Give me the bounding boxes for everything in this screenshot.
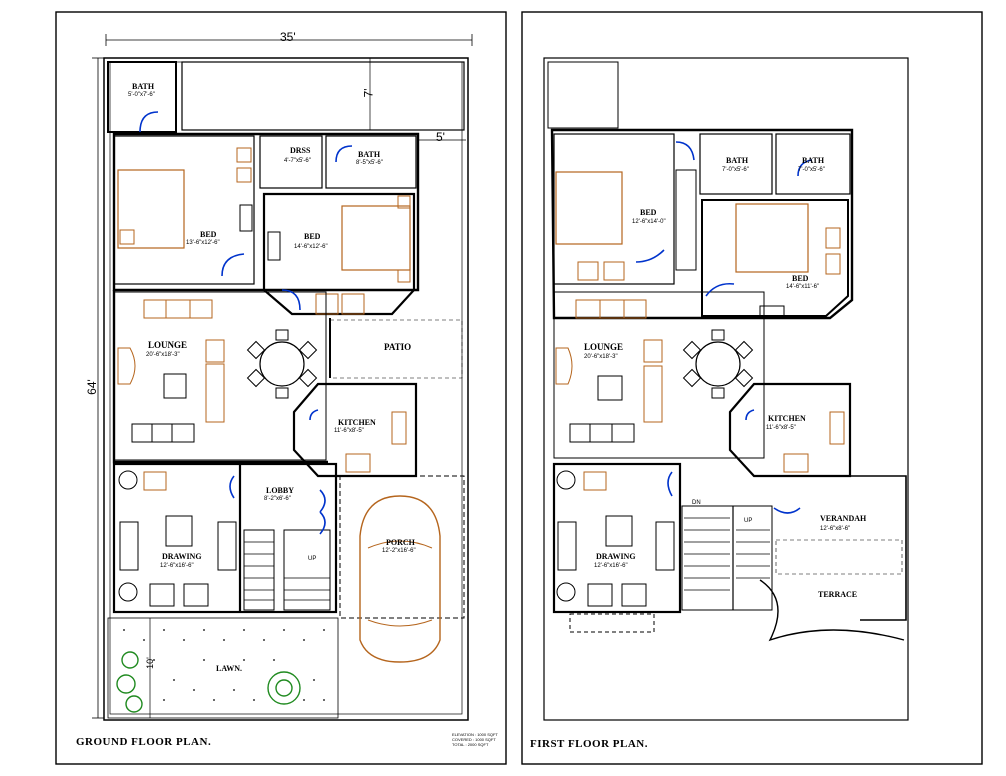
room-size: 12'-6"x8'-6" <box>820 526 851 532</box>
lawn-hatch <box>123 629 325 701</box>
room-label: KITCHEN <box>338 418 376 427</box>
room-size: 12'-6"x16'-6" <box>594 563 628 569</box>
room-label: KITCHEN <box>768 414 806 423</box>
room-label: BED <box>200 230 217 239</box>
ground-plan-title: GROUND FLOOR PLAN. <box>76 736 212 748</box>
porch-area <box>339 475 465 619</box>
room-size: 11'-6"x8'-5" <box>334 428 364 434</box>
front-dimension: 10' <box>144 657 155 669</box>
bed1-walls <box>113 135 255 285</box>
room-size: 14'-6"x11'-6" <box>786 284 820 290</box>
room-label: PATIO <box>384 342 412 352</box>
room-size: 20'-6"x18'-3" <box>146 352 180 358</box>
room-label: BED <box>640 208 657 217</box>
room-label: DRSS <box>290 146 311 155</box>
room-size: 8'-2"x6'-6" <box>264 496 291 502</box>
ground-sheet-frame <box>55 11 507 765</box>
lounge-sofa-top <box>143 299 213 319</box>
bed2-bed <box>341 205 411 271</box>
plot-boundary <box>103 57 469 721</box>
width-dimension: 35' <box>280 30 296 44</box>
stair-up-label: UP <box>308 556 317 562</box>
first-floor-plan <box>543 57 909 721</box>
room-label: BATH <box>802 156 825 165</box>
room-size: 12'-2"x16'-6" <box>382 548 416 554</box>
bath1-walls <box>107 61 177 133</box>
room-size: 14'-6"x12'-6" <box>294 244 328 250</box>
lounge-sofa-bottom <box>131 423 195 443</box>
room-label: LOUNGE <box>148 340 188 350</box>
room-label: PORCH <box>386 538 415 547</box>
lounge-sofa-right <box>205 363 225 423</box>
room-size: 7'-0"x5'-6" <box>722 167 749 173</box>
room-label: BED <box>792 274 809 283</box>
terrace-curve <box>759 579 905 642</box>
room-label: TERRACE <box>818 590 858 599</box>
stair-up-label: UP <box>744 518 753 524</box>
area-note: ELEVATION : 1000 SQFT <box>452 732 498 737</box>
room-label: VERANDAH <box>820 514 867 523</box>
first-doors <box>635 141 813 514</box>
room-label: LOBBY <box>266 486 295 495</box>
stair-dn-label: DN <box>692 500 701 506</box>
room-size: 4'-7"x5'-6" <box>284 158 311 164</box>
room-label: BATH <box>726 156 749 165</box>
room-size: 8'-5"x5'-6" <box>356 160 383 166</box>
first-plan-title: FIRST FLOOR PLAN. <box>530 738 649 750</box>
room-label: BATH <box>132 82 155 91</box>
room-size: 13'-6"x12'-6" <box>186 240 220 246</box>
room-size: 12'-6"x14'-0" <box>632 219 666 225</box>
area-note: COVERED : 1000 SQFT <box>452 737 496 742</box>
lawn-area <box>107 617 339 719</box>
room-label: BED <box>304 232 321 241</box>
lounge-walls <box>113 291 327 461</box>
dining-table <box>259 341 305 387</box>
room-label: LAWN. <box>216 664 243 673</box>
ground-floor-plan <box>92 34 473 721</box>
room-size: 12'-6"x16'-6" <box>160 563 194 569</box>
room-size: 5'-0"x7'-6" <box>128 92 155 98</box>
plant-icon <box>116 651 301 713</box>
room-label: DRAWING <box>596 552 636 561</box>
back-dimension: 7' <box>361 88 376 98</box>
area-note: TOTAL : 2000 SQFT <box>452 742 489 747</box>
room-label: LOUNGE <box>584 342 624 352</box>
room-size: 7'-0"x5'-6" <box>798 167 825 173</box>
room-size: 11'-6"x8'-5" <box>766 425 796 431</box>
ground-doors <box>139 111 353 535</box>
bed2-walls <box>262 192 416 316</box>
first-sheet-frame <box>521 11 983 765</box>
room-size: 20'-6"x18'-3" <box>584 354 618 360</box>
height-dimension: 64' <box>84 379 99 395</box>
room-label: BATH <box>358 150 381 159</box>
side-dimension: 5' <box>436 130 445 144</box>
car <box>359 495 441 663</box>
bed1-bed <box>117 169 185 249</box>
room-label: DRAWING <box>162 552 202 561</box>
